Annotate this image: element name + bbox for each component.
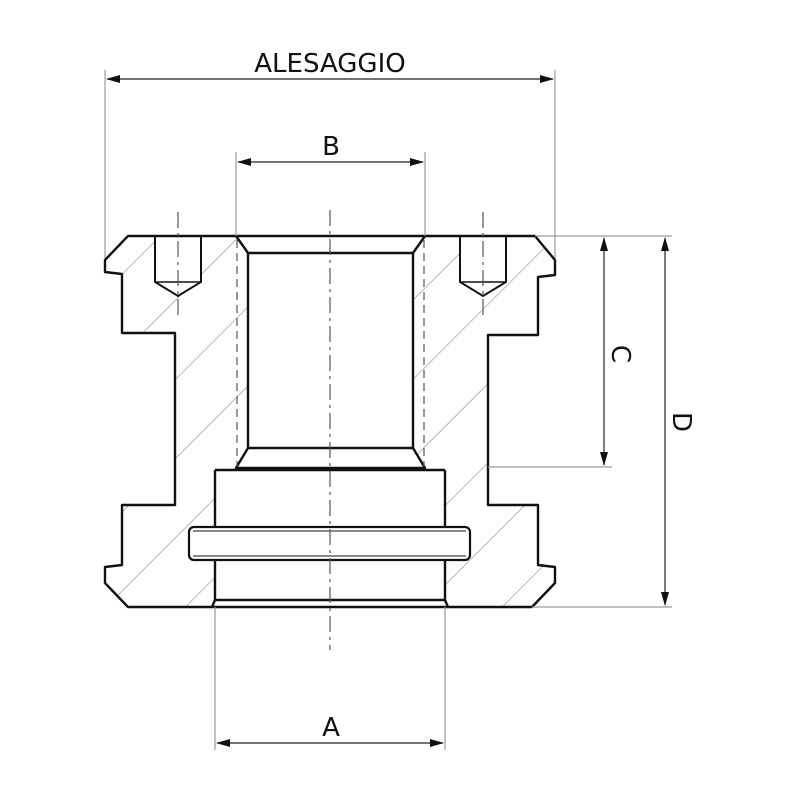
dimension-a: A <box>216 713 444 747</box>
label-d: D <box>666 412 696 432</box>
dimension-alesaggio: ALESAGGIO <box>106 49 554 83</box>
hidden-thread-lines <box>236 240 425 466</box>
dimension-c: C <box>600 237 635 466</box>
label-a: A <box>322 713 340 743</box>
label-b: B <box>322 132 340 162</box>
dimension-d: D <box>661 237 696 606</box>
section-left-wall <box>105 236 248 607</box>
label-alesaggio: ALESAGGIO <box>254 49 405 79</box>
center-lines <box>177 210 484 650</box>
dimension-b: B <box>237 132 424 166</box>
label-c: C <box>605 345 635 363</box>
extension-lines <box>104 70 672 750</box>
section-right-wall <box>413 236 555 607</box>
